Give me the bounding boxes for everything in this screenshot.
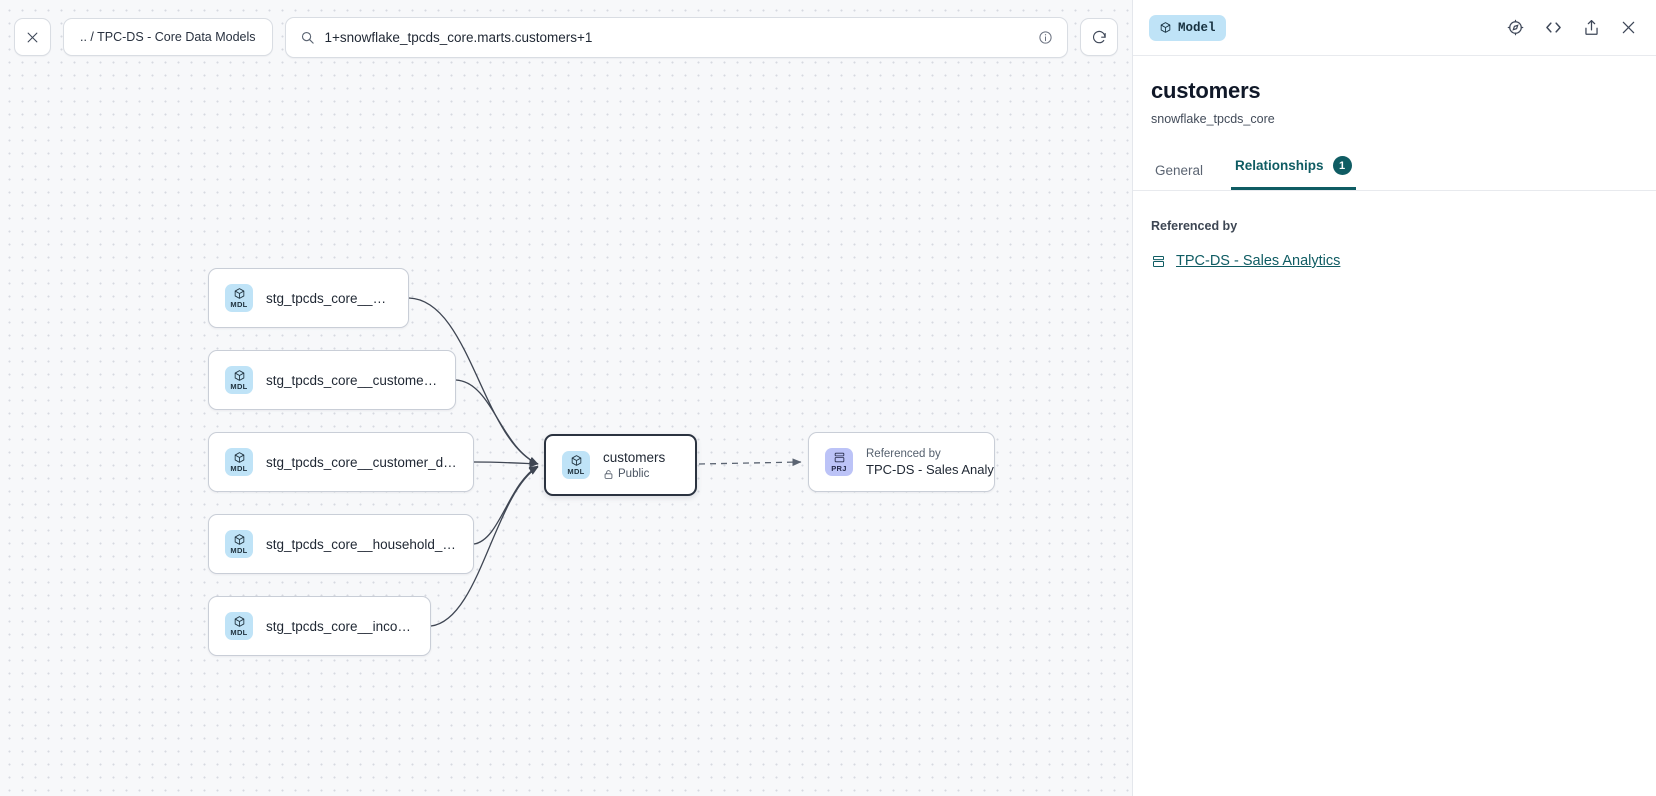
model-type-chip: Model: [1149, 14, 1226, 41]
prj-badge: PRJ: [825, 448, 853, 476]
details-panel-body: customers snowflake_tpcds_core General R…: [1133, 56, 1656, 269]
lineage-node[interactable]: MDL stg_tpcds_core__customer: [208, 268, 409, 328]
mdl-badge: MDL: [225, 530, 253, 558]
referenced-by-item[interactable]: TPC-DS - Sales Analytics: [1151, 253, 1638, 269]
search-input[interactable]: [324, 29, 1028, 45]
panel-actions: [1506, 17, 1638, 38]
tab-label: General: [1155, 163, 1204, 178]
share-icon[interactable]: [1582, 18, 1601, 37]
badge-label: MDL: [567, 467, 585, 477]
lineage-node[interactable]: MDL stg_tpcds_core__household_demogr…: [208, 514, 474, 574]
mdl-badge: MDL: [225, 366, 253, 394]
mdl-badge: MDL: [562, 451, 590, 479]
tab-label: Relationships: [1235, 158, 1324, 173]
page-subtitle: snowflake_tpcds_core: [1151, 112, 1275, 126]
cube-icon: [1159, 21, 1172, 34]
node-title: TPC-DS - Sales Analytics: [866, 461, 994, 477]
lineage-edges: [408, 297, 802, 627]
node-visibility: Public: [603, 468, 665, 480]
mdl-badge: MDL: [225, 448, 253, 476]
tab-relationships[interactable]: Relationships 1: [1231, 156, 1356, 190]
code-icon[interactable]: [1543, 17, 1564, 38]
close-lineage-button[interactable]: [14, 18, 51, 56]
refresh-icon: [1091, 29, 1108, 46]
close-icon[interactable]: [1619, 18, 1638, 37]
referenced-by-label: Referenced by: [1151, 219, 1238, 233]
details-panel-header: Model: [1133, 0, 1656, 56]
badge-label: MDL: [230, 464, 248, 474]
cube-icon: [233, 287, 246, 300]
mdl-badge: MDL: [225, 612, 253, 640]
lineage-canvas[interactable]: .. / TPC-DS - Core Data Models: [0, 0, 1132, 796]
search-icon: [300, 30, 315, 45]
referenced-by-link[interactable]: TPC-DS - Sales Analytics: [1176, 253, 1341, 269]
cube-icon: [570, 454, 583, 467]
lineage-node[interactable]: MDL stg_tpcds_core__income_band: [208, 596, 431, 656]
tab-count-badge: 1: [1332, 156, 1352, 175]
lineage-node-selected[interactable]: MDL customers Public: [544, 434, 697, 496]
page-title: customers: [1151, 78, 1261, 103]
lineage-node[interactable]: MDL stg_tpcds_core__customer_demogra…: [208, 432, 474, 492]
cube-icon: [233, 615, 246, 628]
cube-icon: [233, 533, 246, 546]
node-text: customers Public: [603, 450, 665, 480]
compass-icon[interactable]: [1506, 18, 1525, 37]
breadcrumb-label: .. / TPC-DS - Core Data Models: [80, 30, 256, 44]
cube-icon: [233, 451, 246, 464]
node-kicker: Referenced by: [866, 447, 941, 460]
badge-label: MDL: [230, 546, 248, 556]
badge-label: PRJ: [831, 464, 847, 474]
breadcrumb[interactable]: .. / TPC-DS - Core Data Models: [63, 18, 273, 56]
search-field[interactable]: [284, 16, 1068, 58]
refresh-button[interactable]: [1080, 18, 1118, 56]
lock-icon: [603, 469, 614, 480]
model-type-label: Model: [1178, 20, 1216, 35]
badge-label: MDL: [230, 382, 248, 392]
badge-label: MDL: [230, 300, 248, 310]
node-text: Referenced by TPC-DS - Sales Analytics: [866, 447, 994, 477]
mdl-badge: MDL: [225, 284, 253, 312]
info-icon[interactable]: [1038, 30, 1053, 45]
project-icon: [833, 451, 846, 464]
close-icon: [25, 30, 40, 45]
badge-label: MDL: [230, 628, 248, 638]
cube-icon: [233, 369, 246, 382]
project-icon: [1151, 254, 1166, 269]
node-visibility-label: Public: [618, 468, 650, 480]
edge-downstream: [698, 458, 802, 467]
tab-general[interactable]: General: [1151, 163, 1207, 190]
lineage-node[interactable]: MDL stg_tpcds_core__customer_address: [208, 350, 456, 410]
canvas-toolbar: .. / TPC-DS - Core Data Models: [0, 0, 1132, 74]
lineage-node-project[interactable]: PRJ Referenced by TPC-DS - Sales Analyti…: [808, 432, 995, 492]
details-panel: Model customers snowflake_tpcds_core: [1132, 0, 1656, 796]
panel-tabs: General Relationships 1: [1133, 156, 1656, 191]
